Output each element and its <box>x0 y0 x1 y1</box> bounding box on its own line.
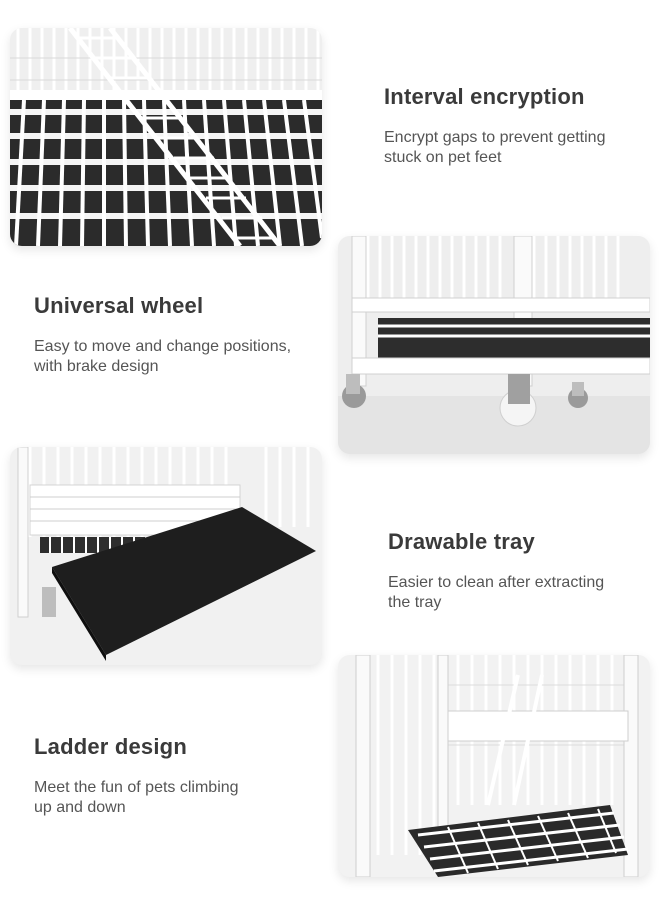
description-line: stuck on pet feet <box>384 149 502 166</box>
feature-ladder-design: Ladder design Meet the fun of pets climb… <box>34 734 239 818</box>
feature-title: Universal wheel <box>34 293 204 318</box>
cage-wheel-photo <box>338 236 650 454</box>
cage-tray-photo <box>10 447 322 665</box>
feature-title: Drawable tray <box>388 529 535 554</box>
feature-description: Encrypt gaps to prevent getting stuck on… <box>384 128 605 168</box>
cage-ladder-photo <box>338 655 650 877</box>
feature-description: Easy to move and change positions, with … <box>34 337 291 377</box>
description-line: the tray <box>388 594 442 611</box>
feature-description: Meet the fun of pets climbing up and dow… <box>34 778 239 818</box>
feature-universal-wheel: Universal wheel Easy to move and change … <box>34 293 291 377</box>
description-line: Easy to move and change positions, <box>34 338 292 355</box>
feature-interval-encryption: Interval encryption Encrypt gaps to prev… <box>384 84 605 168</box>
cage-floor-grid-photo <box>10 28 322 246</box>
feature-title: Interval encryption <box>384 84 585 109</box>
description-line: Easier to clean after extracting <box>388 574 605 591</box>
description-line: up and down <box>34 799 126 816</box>
description-line: Meet the fun of pets climbing <box>34 779 239 796</box>
feature-description: Easier to clean after extracting the tra… <box>388 573 604 613</box>
description-line: with brake design <box>34 358 159 375</box>
feature-drawable-tray: Drawable tray Easier to clean after extr… <box>388 529 604 613</box>
feature-title: Ladder design <box>34 734 187 759</box>
description-line: Encrypt gaps to prevent getting <box>384 129 606 146</box>
